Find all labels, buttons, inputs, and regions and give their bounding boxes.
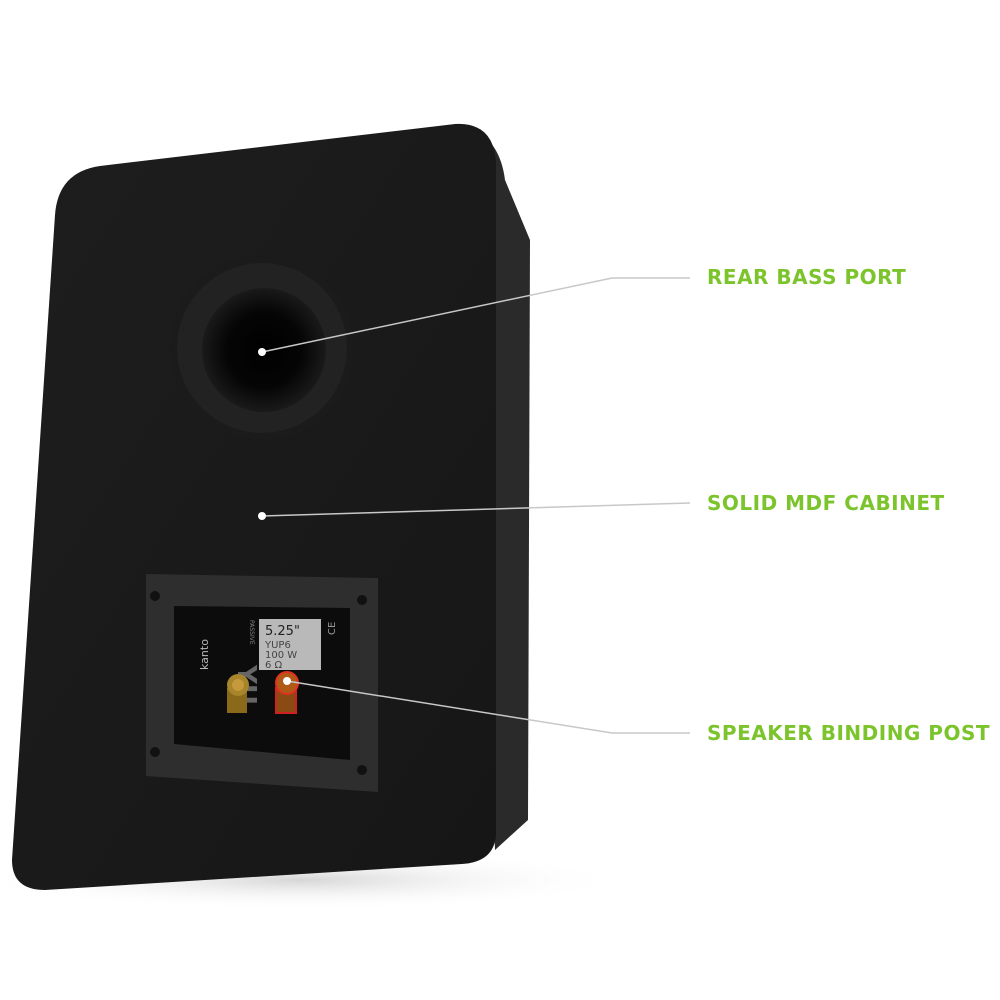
screw-icon [357, 595, 367, 605]
leader-lines [261, 277, 691, 734]
spec-impedance: 6 Ω [265, 660, 283, 671]
spec-model: YUP6 [264, 640, 291, 651]
type-text: PASSIVE [248, 620, 255, 645]
spec-power: 100 W [265, 650, 297, 661]
screw-icon [150, 591, 160, 601]
binding-post-black [227, 674, 249, 713]
screw-icon [150, 747, 160, 757]
callout-solid-mdf-cabinet: SOLID MDF CABINET [707, 491, 945, 515]
callout-speaker-binding-post: SPEAKER BINDING POST [707, 721, 991, 745]
callout-rear-bass-port: REAR BASS PORT [707, 265, 907, 289]
spec-size: 5.25" [265, 624, 300, 639]
brand-logo: kanto [198, 639, 211, 670]
ce-mark: CE [327, 622, 338, 635]
dot-marker [283, 677, 291, 685]
dot-marker [258, 512, 266, 520]
terminal-plate: 5.25" YUP6 100 W 6 Ω kanto YU PASSIVE CE [146, 574, 378, 792]
spec-label [259, 619, 321, 670]
screw-icon [357, 765, 367, 775]
dot-marker [258, 348, 266, 356]
